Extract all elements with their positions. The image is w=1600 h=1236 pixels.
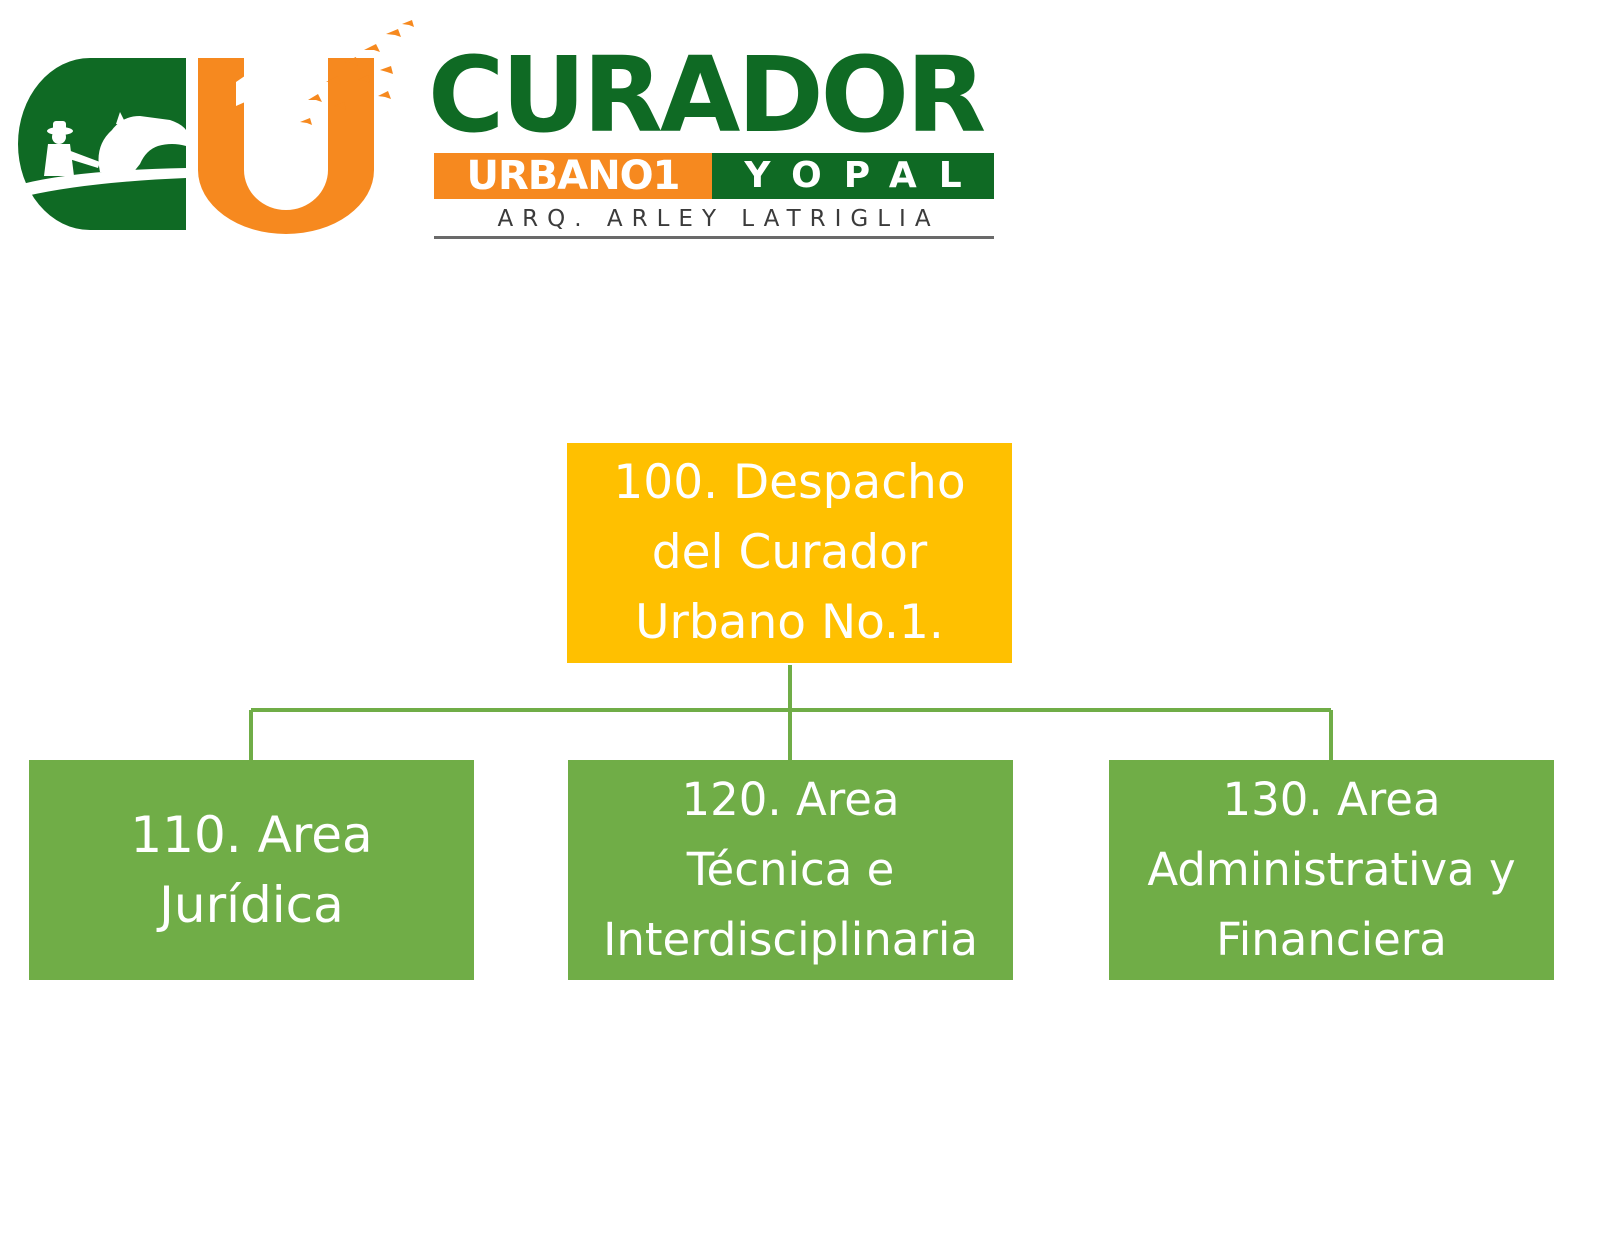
brand-underline: [434, 236, 994, 239]
node-despacho-curador: 100. Despacho del Curador Urbano No.1.: [567, 443, 1012, 663]
node-area-juridica: 110. Area Jurídica: [29, 760, 474, 980]
brand-band-urbano: URBANO1: [434, 153, 712, 199]
cu1-logo-mark: [18, 20, 414, 234]
brand-name: CURADOR: [428, 34, 986, 156]
node-area-administrativa: 130. Area Administrativa y Financiera: [1109, 760, 1554, 980]
brand-band-yopal: YOPAL: [712, 153, 994, 199]
brand-tagline: ARQ. ARLEY LATRIGLIA: [497, 206, 940, 232]
node-area-tecnica: 120. Area Técnica e Interdisciplinaria: [568, 760, 1013, 980]
